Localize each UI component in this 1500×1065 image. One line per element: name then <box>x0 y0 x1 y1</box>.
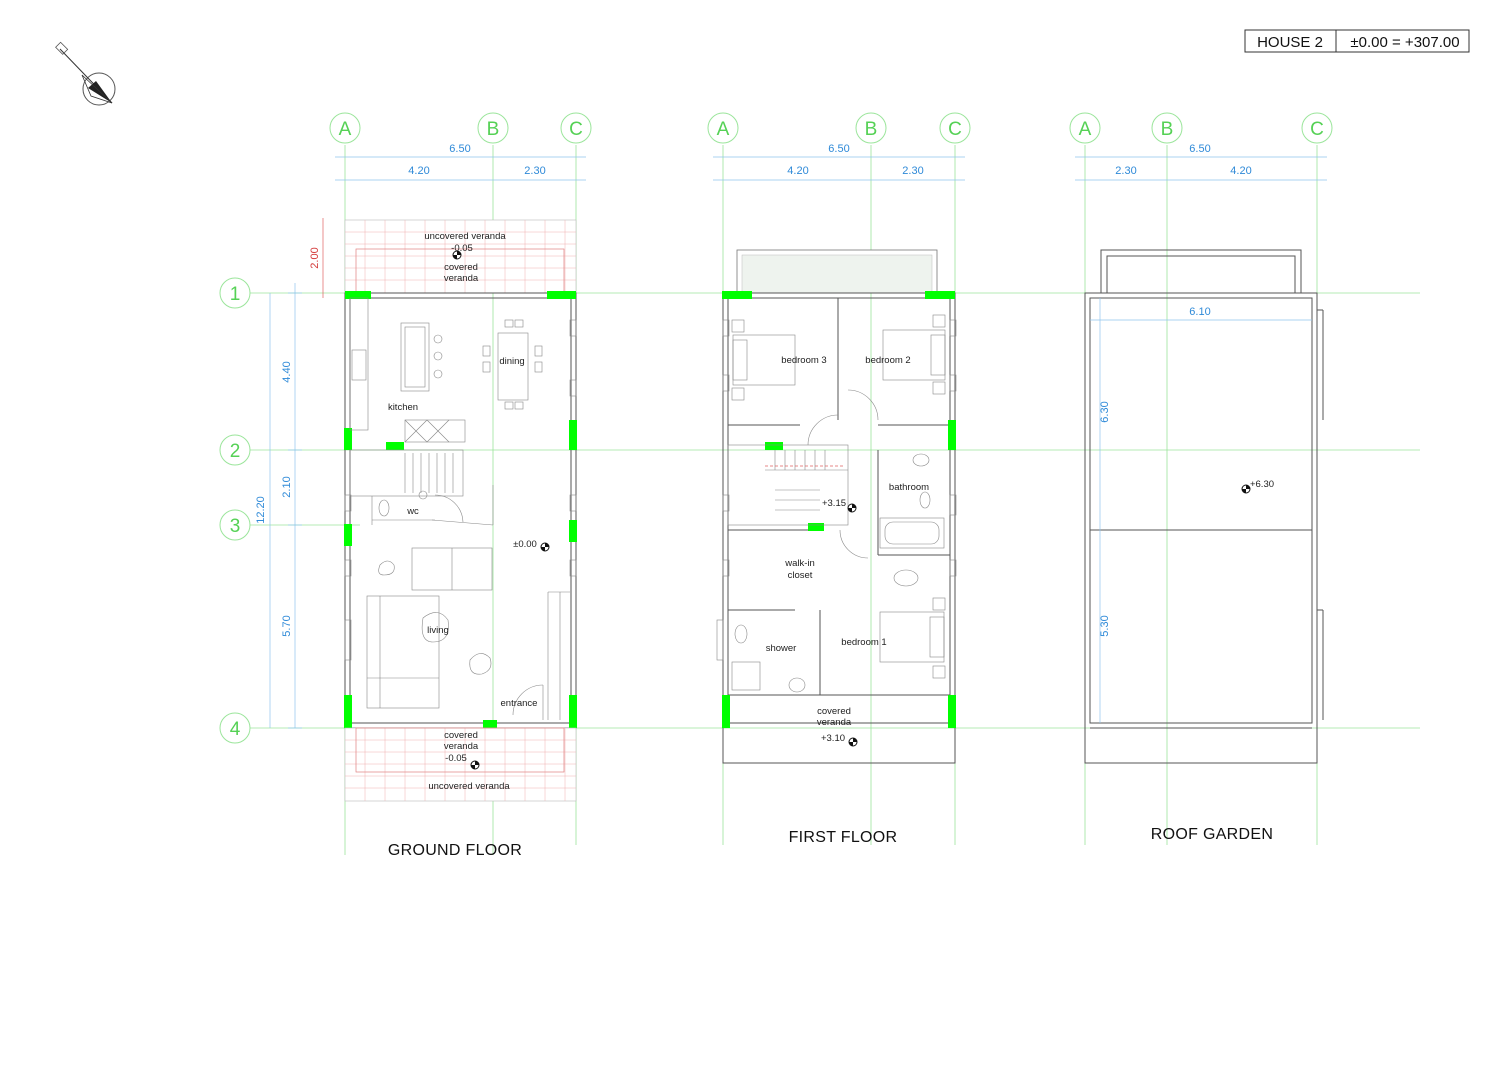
grid-lines-horizontal <box>250 292 1420 729</box>
gf-level-top: -0.05 <box>451 243 473 254</box>
gf-veranda-depth: 2.00 <box>309 247 321 268</box>
gf-level-bottom: -0.05 <box>445 753 467 764</box>
grid-col-b: B <box>487 119 500 140</box>
ff-level-veranda: +3.10 <box>821 733 845 744</box>
gf-dining: dining <box>499 356 524 367</box>
rg-dim-b: 4.20 <box>1230 165 1251 177</box>
rg-grid-col-a: A <box>1079 119 1092 140</box>
roof-garden-title: ROOF GARDEN <box>1151 826 1273 843</box>
gf-covered-top-1: covered <box>444 262 478 273</box>
ff-shower: shower <box>766 643 797 654</box>
ff-walkin-2: closet <box>788 570 813 581</box>
gf-covered-top-2: veranda <box>444 273 479 284</box>
first-floor-plan: A B C 6.50 4.20 2.30 <box>707 112 971 846</box>
title-block: HOUSE 2 ±0.00 = +307.00 <box>1244 29 1470 53</box>
vdim-2-10: 2.10 <box>281 476 293 497</box>
rg-grid-col-c: C <box>1310 119 1324 140</box>
level-marker-icon <box>470 760 480 770</box>
gf-living: living <box>427 625 449 636</box>
level-marker-icon <box>848 737 858 747</box>
ff-dim-total: 6.50 <box>828 143 849 155</box>
gf-uncovered-veranda-bottom: uncovered veranda <box>428 781 510 792</box>
gf-level-main: ±0.00 <box>513 539 537 550</box>
gf-kitchen: kitchen <box>388 402 418 413</box>
ff-covered-1: covered <box>817 706 851 717</box>
ff-dim-b: 2.30 <box>902 165 923 177</box>
gf-dim-a: 4.20 <box>408 165 429 177</box>
vdim-total: 12.20 <box>255 496 267 524</box>
gf-dim-b: 2.30 <box>524 165 545 177</box>
vdim-5-70: 5.70 <box>281 615 293 636</box>
grid-row-3: 3 <box>230 516 241 537</box>
vertical-dimensions: 4.40 2.10 5.70 12.20 <box>255 283 302 729</box>
ff-grid-col-c: C <box>948 119 962 140</box>
ff-bedroom-2: bedroom 2 <box>865 355 910 366</box>
grid-col-a: A <box>339 119 352 140</box>
roof-garden-plan: A B C 6.50 2.30 4.20 6.10 6.30 5.30 +6.3… <box>1069 112 1333 845</box>
ground-floor-plan: A B C 6.50 4.20 2.30 2.00 <box>309 112 592 859</box>
ff-grid-col-b: B <box>865 119 878 140</box>
vdim-4-40: 4.40 <box>281 361 293 382</box>
rg-dim-v1: 6.30 <box>1099 401 1111 422</box>
rg-dim-inner: 6.10 <box>1189 306 1210 318</box>
rg-dim-v2: 5.30 <box>1099 615 1111 636</box>
grid-row-1: 1 <box>230 284 241 305</box>
gf-uncovered-veranda-top: uncovered veranda <box>424 231 506 242</box>
ff-bedroom-1: bedroom 1 <box>841 637 886 648</box>
ff-walkin-1: walk-in <box>784 558 815 569</box>
gf-entrance: entrance <box>501 698 538 709</box>
grid-row-2: 2 <box>230 441 241 462</box>
level-marker-icon <box>540 542 550 552</box>
ff-level: +3.15 <box>822 498 846 509</box>
ff-bedroom-3: bedroom 3 <box>781 355 826 366</box>
grid-col-c: C <box>569 119 583 140</box>
ff-covered-2: veranda <box>817 717 852 728</box>
gf-dim-total: 6.50 <box>449 143 470 155</box>
rg-level: +6.30 <box>1250 479 1274 490</box>
level-marker-icon <box>1241 484 1251 494</box>
ff-bathroom: bathroom <box>889 482 929 493</box>
rg-dim-total: 6.50 <box>1189 143 1210 155</box>
house-label: HOUSE 2 <box>1257 34 1323 51</box>
ff-dim-a: 4.20 <box>787 165 808 177</box>
first-floor-title: FIRST FLOOR <box>789 829 898 846</box>
row-grid-markers: 1 2 3 4 <box>219 277 251 744</box>
gf-bottom-veranda-tiles <box>344 727 577 802</box>
level-marker-icon <box>452 250 462 260</box>
north-arrow-icon <box>55 41 116 106</box>
level-marker-icon <box>847 503 857 513</box>
ground-floor-title: GROUND FLOOR <box>388 842 522 859</box>
grid-row-4: 4 <box>230 719 241 740</box>
datum-label: ±0.00 = +307.00 <box>1350 34 1459 51</box>
rg-grid-col-b: B <box>1161 119 1174 140</box>
gf-covered-bottom-2: veranda <box>444 741 479 752</box>
rg-dim-a: 2.30 <box>1115 165 1136 177</box>
gf-covered-bottom-1: covered <box>444 730 478 741</box>
gf-wc: wc <box>406 506 419 517</box>
ff-grid-col-a: A <box>717 119 730 140</box>
